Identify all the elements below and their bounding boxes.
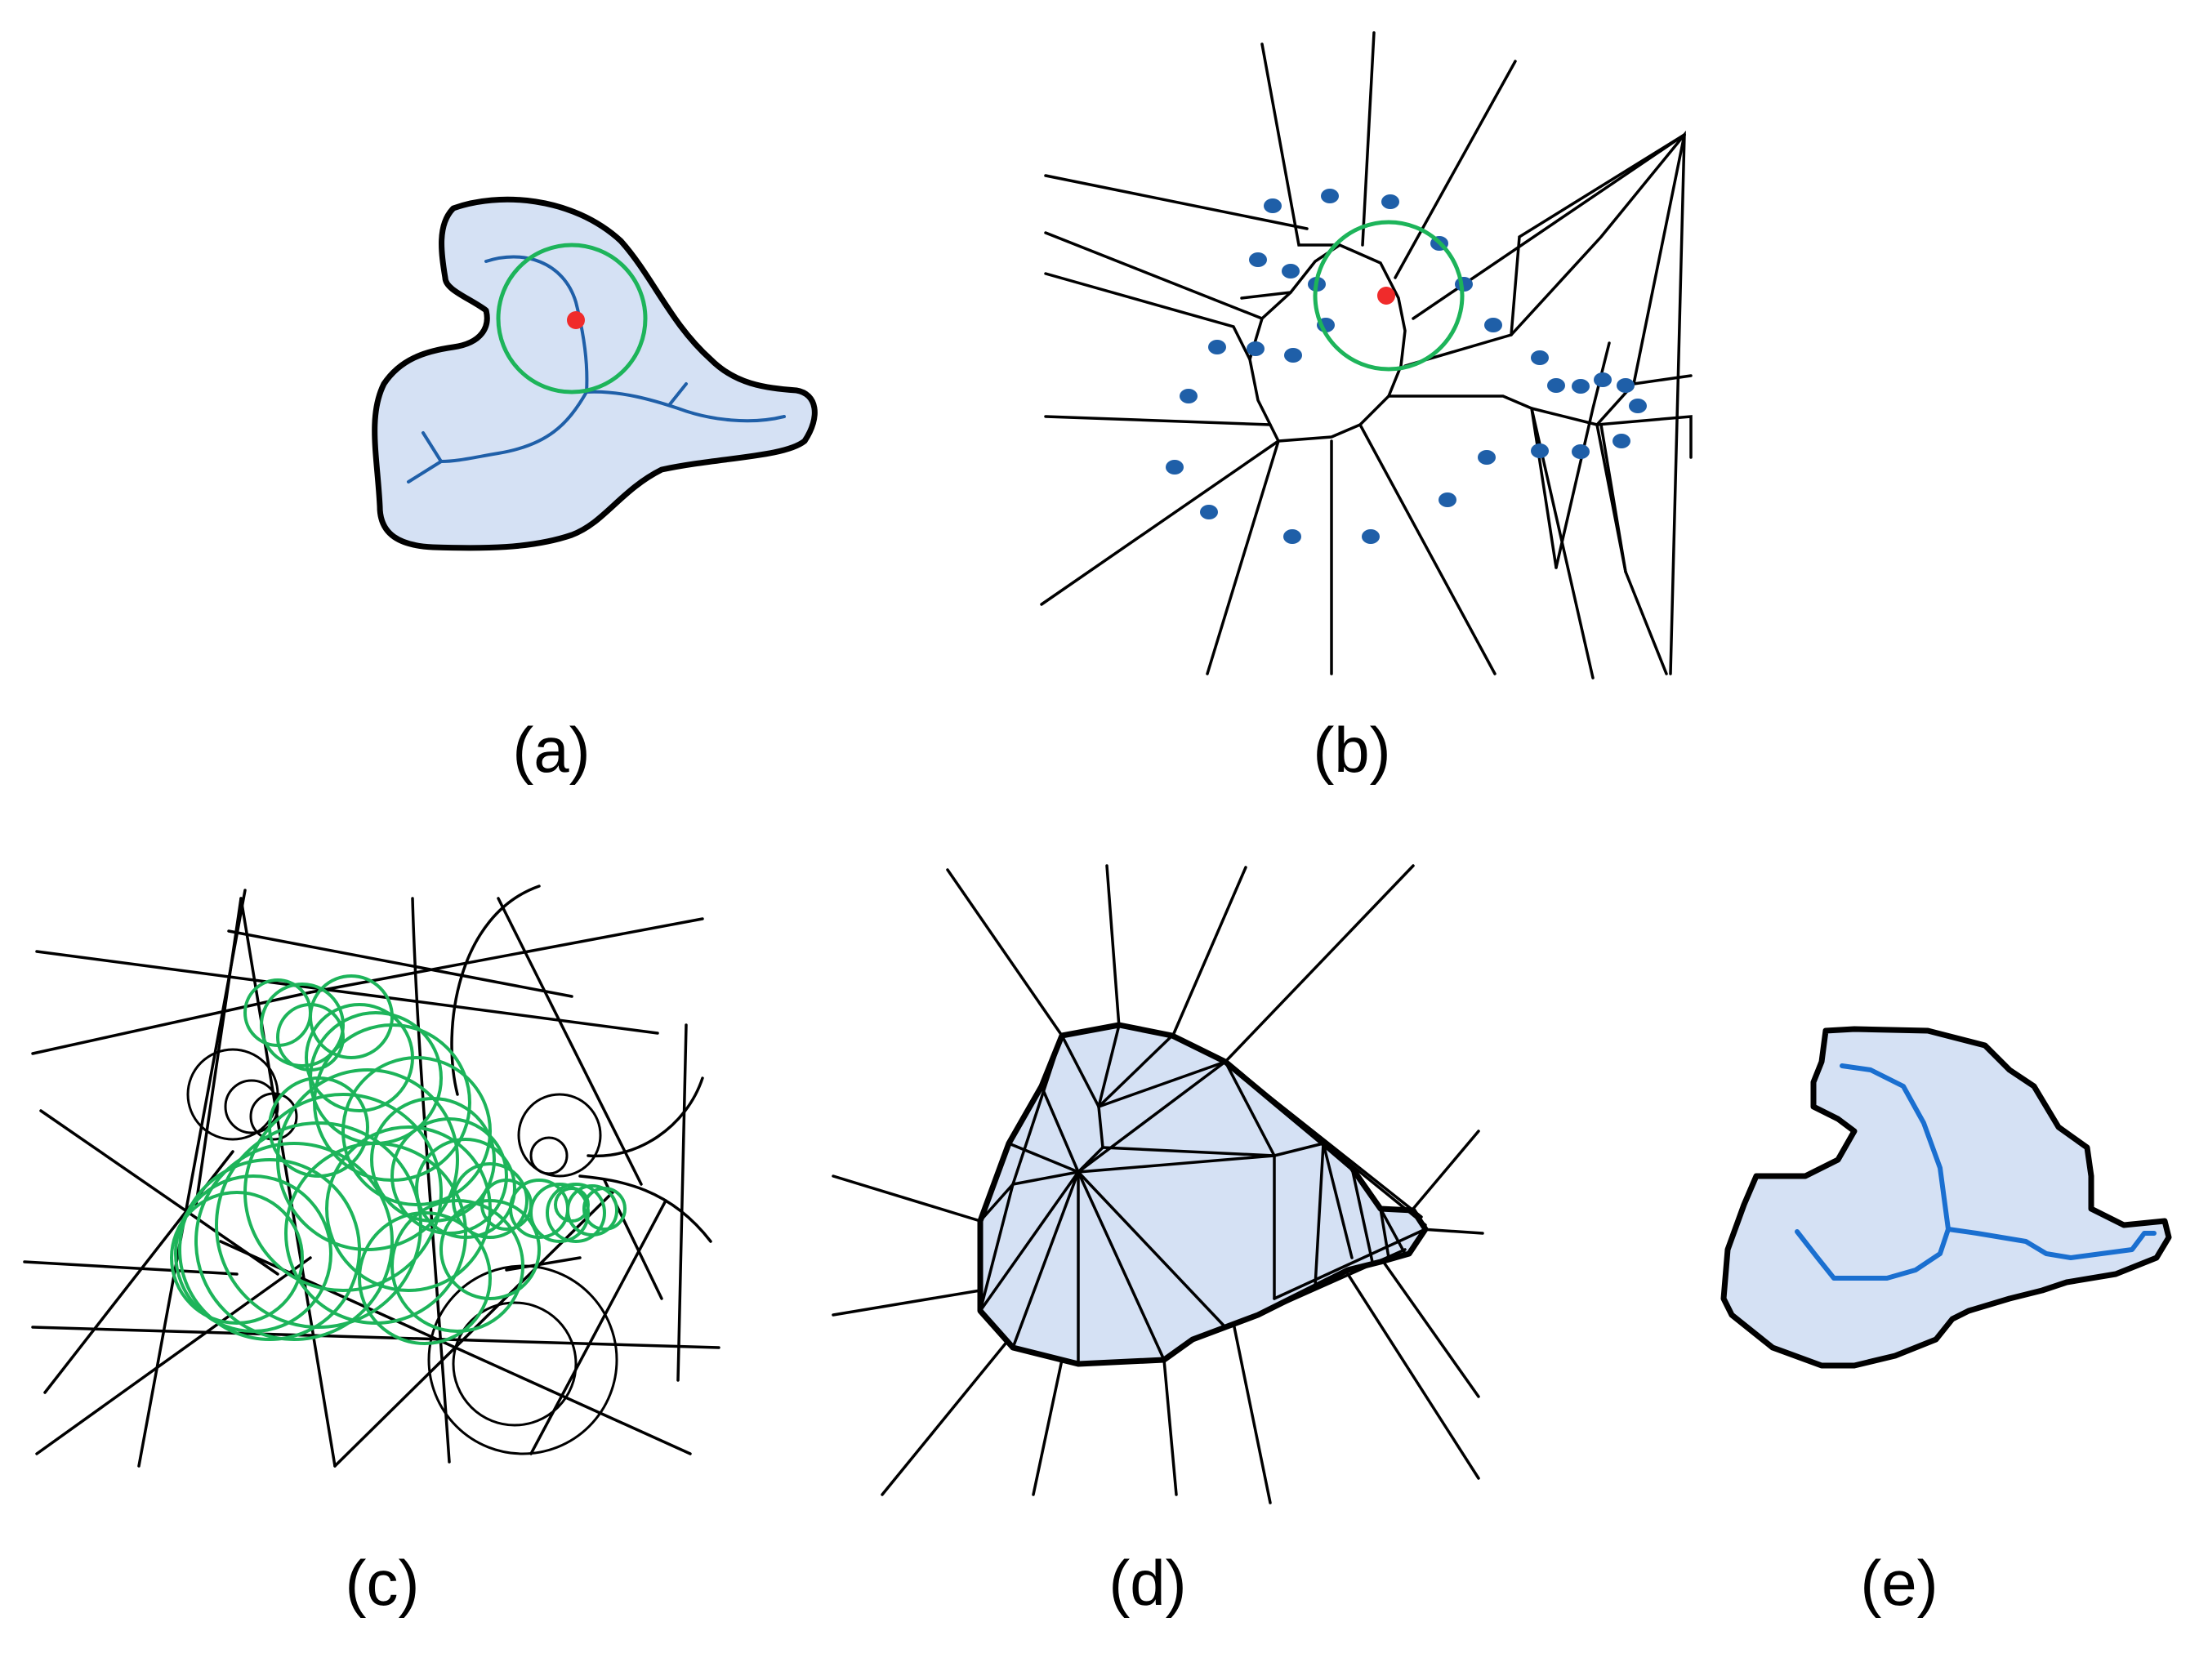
panel-b: (b) [1040, 31, 1693, 786]
inscribed-circle-b [1313, 220, 1465, 372]
sample-points-b [1166, 189, 1647, 544]
panel-c: (c) [23, 885, 720, 1619]
panel-d: (d) [832, 864, 1484, 1619]
inscribed-circle-a [496, 243, 648, 394]
center-point-b [1377, 287, 1395, 305]
triangulation-d [979, 1023, 1427, 1366]
panel-d-label: (d) [1108, 1547, 1186, 1619]
panel-c-label: (c) [346, 1547, 420, 1619]
panel-b-label: (b) [1313, 714, 1390, 786]
panel-e: (e) [1720, 1026, 2172, 1619]
panel-a-label: (a) [512, 714, 590, 786]
skeleton-a [407, 255, 786, 484]
panel-e-label: (e) [1860, 1547, 1938, 1619]
shape-outline-a [372, 196, 818, 551]
skeleton-e [1795, 1063, 2157, 1281]
maximal-circles-green-c [170, 974, 627, 1345]
voronoi-edges-b [1040, 31, 1693, 680]
external-rays-d [832, 864, 1484, 1504]
center-point-a [567, 311, 585, 329]
panel-a: (a) [372, 196, 818, 786]
